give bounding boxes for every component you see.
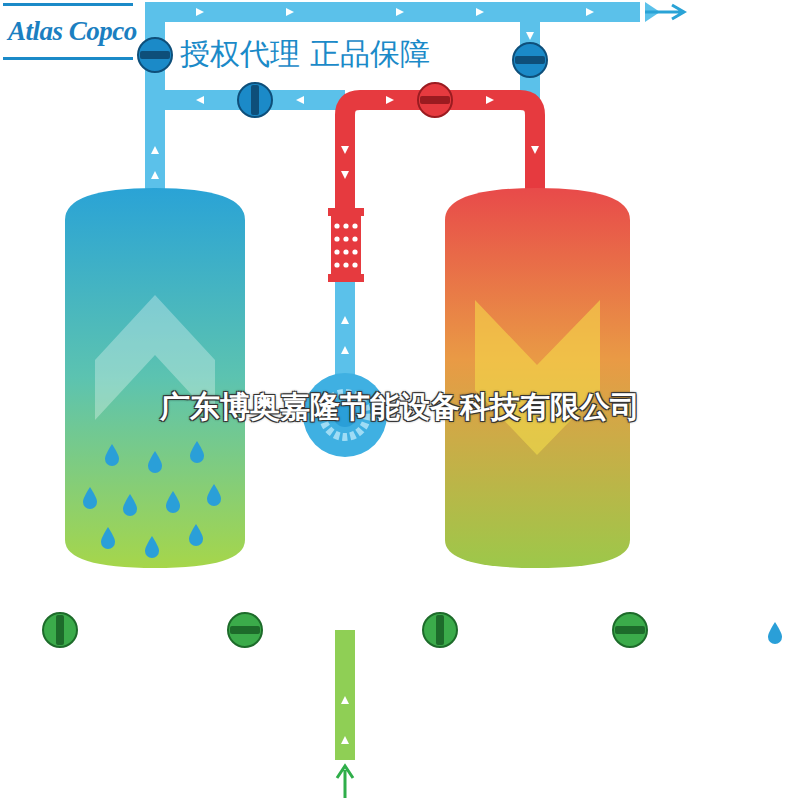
valves xyxy=(43,38,647,647)
heater-filter xyxy=(328,208,364,282)
brand-logo: Atlas Copco xyxy=(8,16,137,47)
inlet-arrow xyxy=(337,766,353,798)
right-tower xyxy=(445,188,630,568)
inlet-pipe xyxy=(335,630,355,760)
condensate-drop xyxy=(768,622,782,644)
outlet-arrow xyxy=(645,5,684,19)
watermark: 广东博奥嘉隆节能设备科技有限公司 xyxy=(160,387,640,428)
left-tower xyxy=(65,188,245,568)
watermark: 授权代理 正品保障 xyxy=(180,34,430,75)
